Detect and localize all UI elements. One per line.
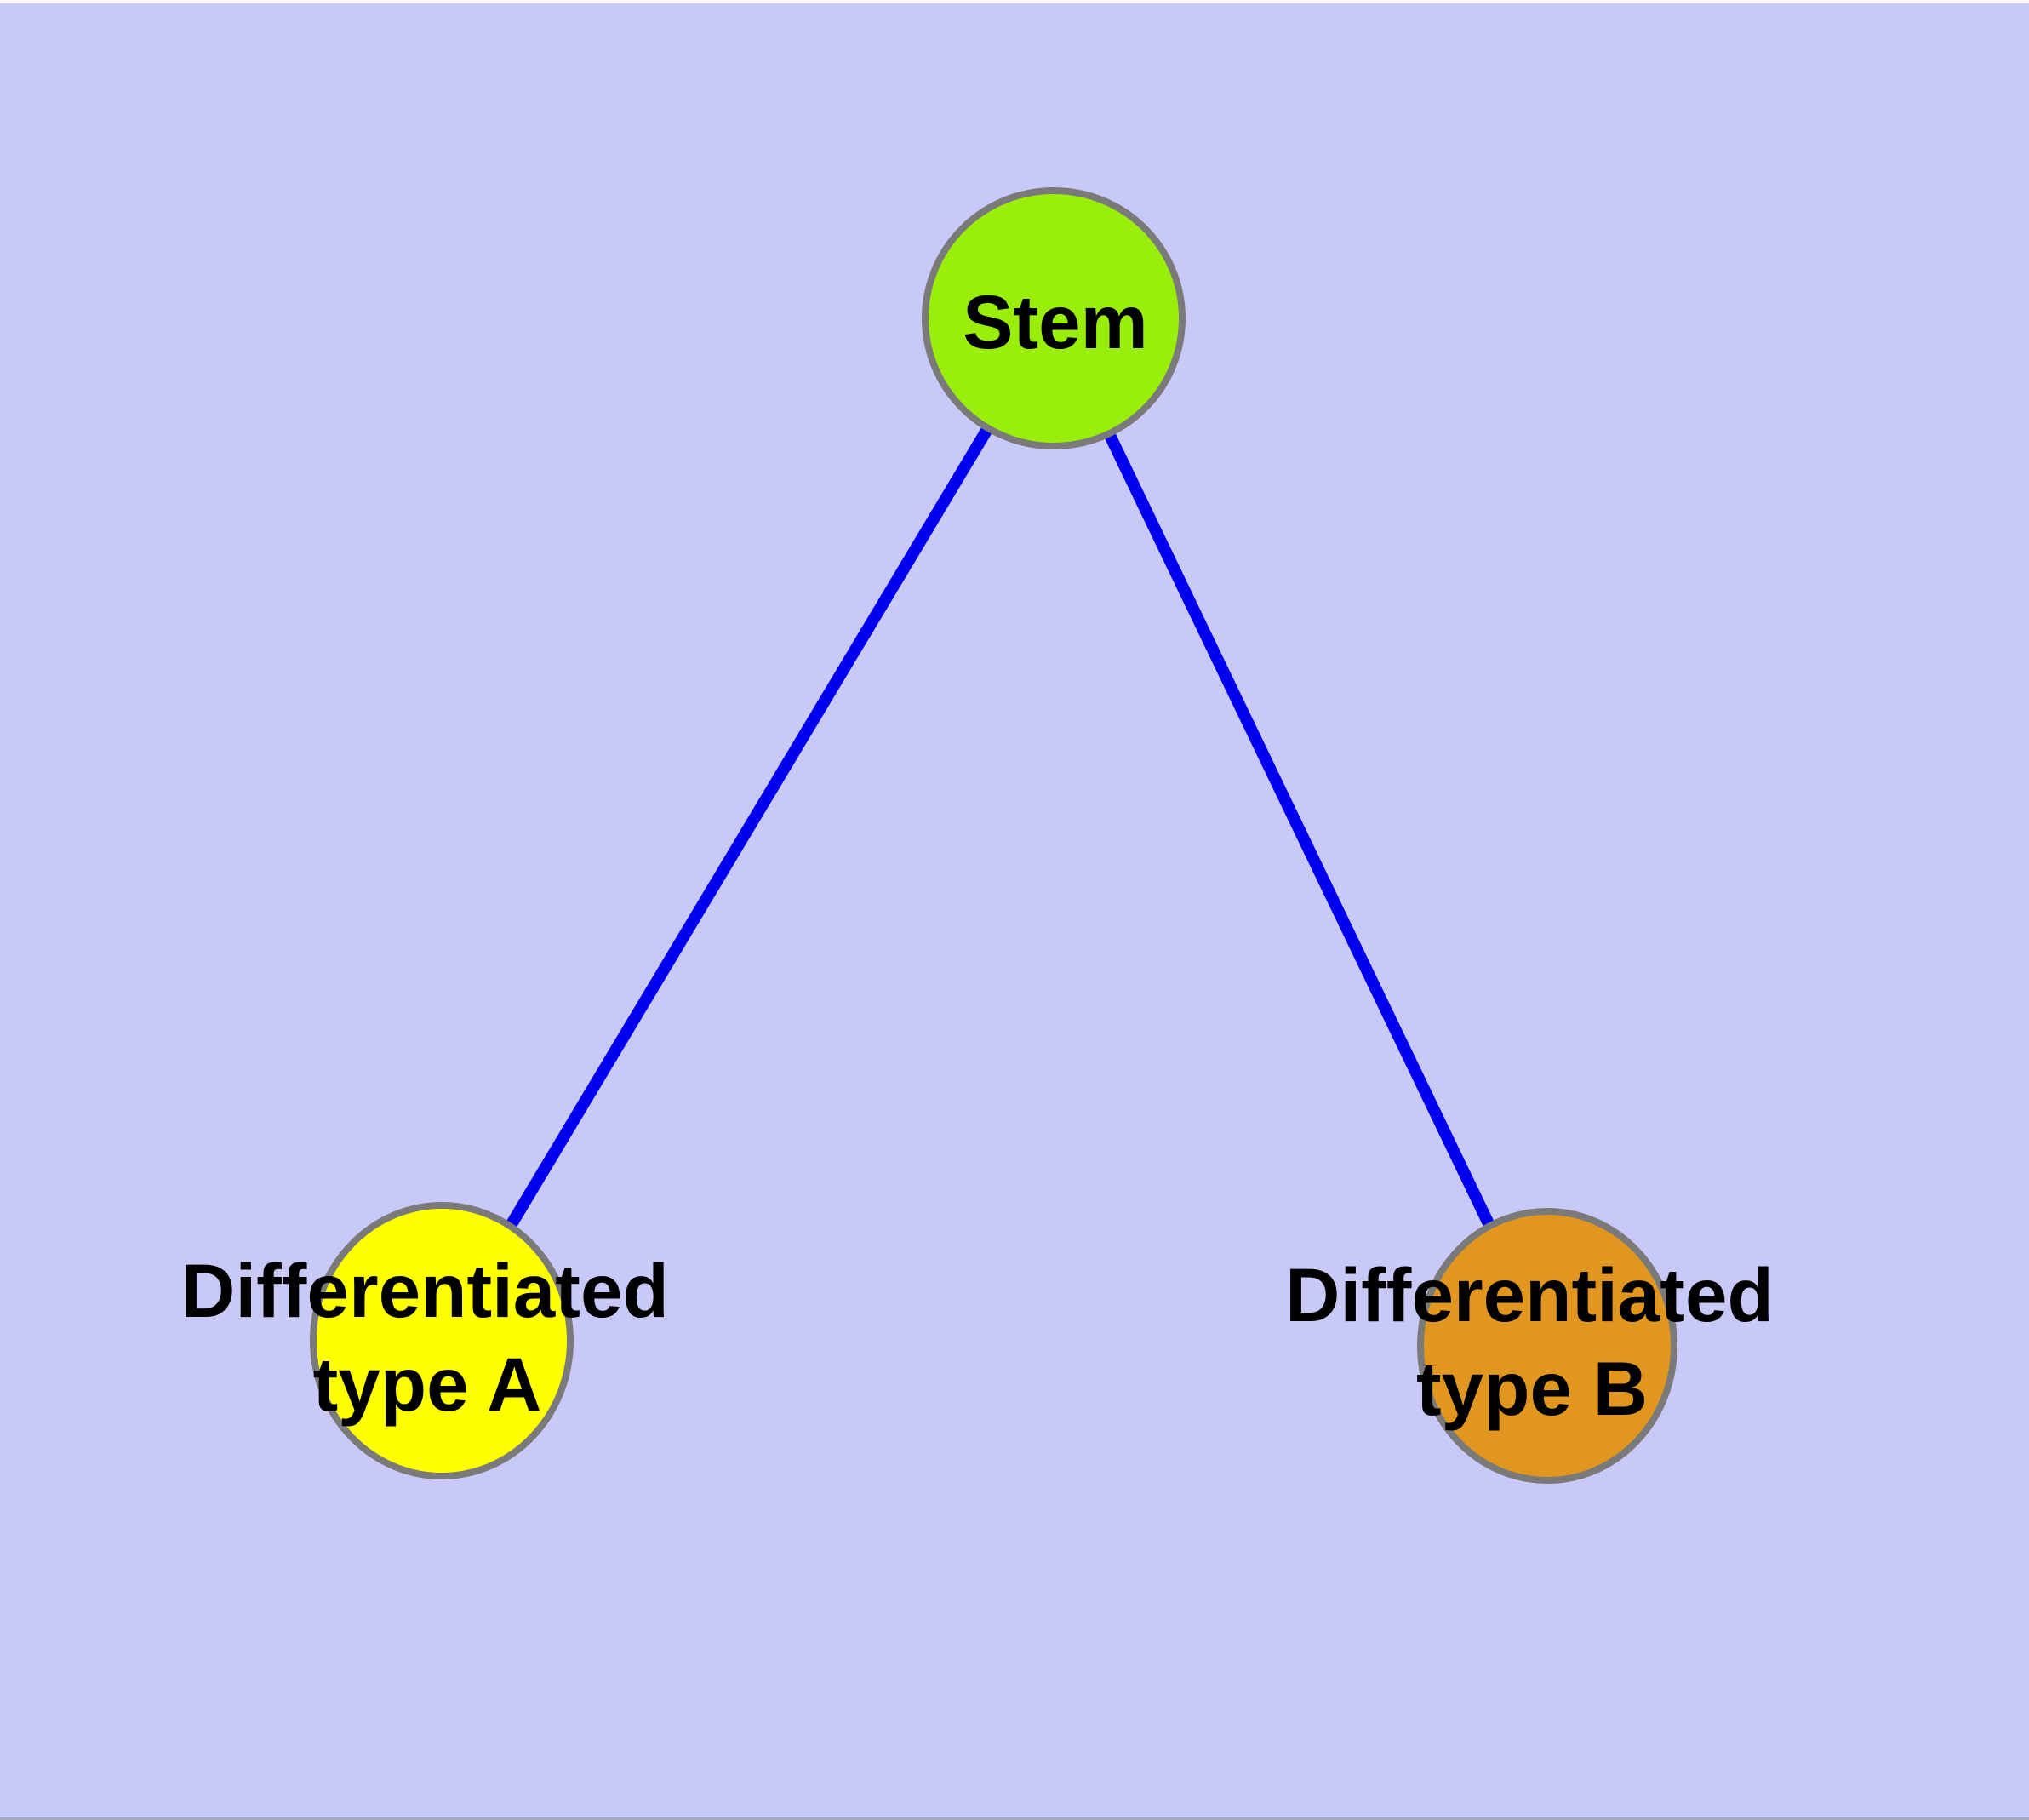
edge-stem-to-differentiated-type-b <box>1048 315 1553 1349</box>
node-label-stem-line-0: Stem <box>963 279 1148 364</box>
node-differentiated-type-a <box>310 1202 574 1479</box>
node-label-differentiated-type-b-line-1: type B <box>1416 1346 1648 1431</box>
node-differentiated-type-b <box>1417 1208 1677 1484</box>
image-top-edge <box>0 0 2029 3</box>
node-label-differentiated-type-b-line-0: Differentiated <box>1285 1252 1774 1337</box>
edge-stem-to-differentiated-type-a <box>436 315 1060 1344</box>
image-bottom-edge <box>0 1817 2029 1820</box>
node-label-differentiated-type-a-line-0: Differentiated <box>180 1248 669 1333</box>
node-stem <box>922 187 1186 449</box>
node-label-differentiated-type-a-line-1: type A <box>313 1342 542 1427</box>
